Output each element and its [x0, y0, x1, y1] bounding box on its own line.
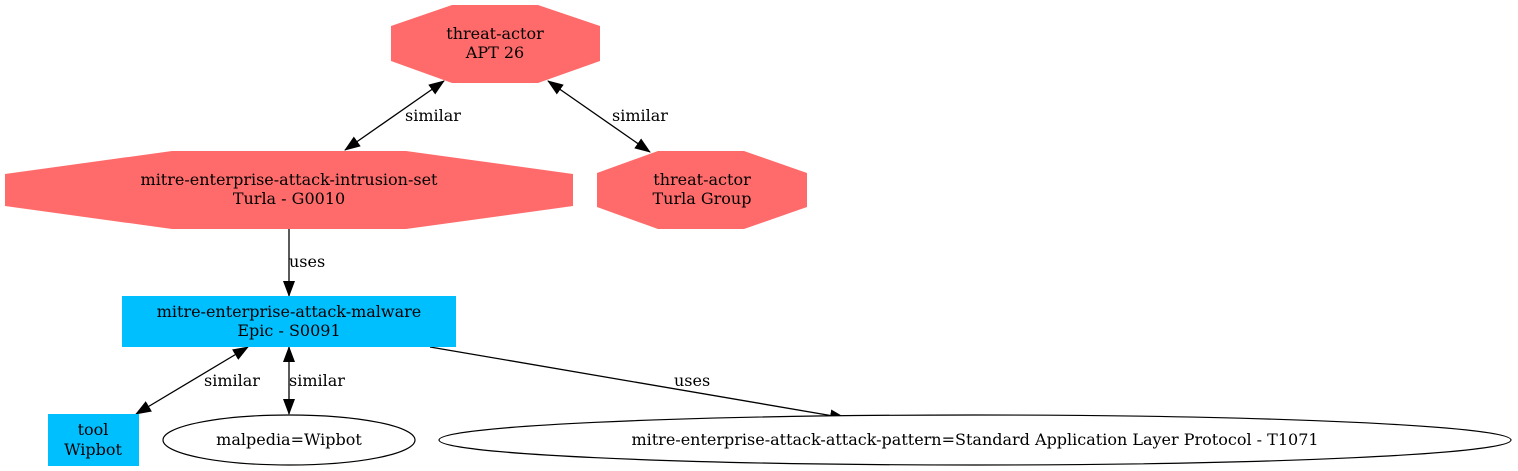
octagon-shape: [5, 151, 573, 229]
node-tool-wipbot[interactable]: tool Wipbot: [48, 414, 139, 466]
ellipse-shape: [162, 414, 416, 466]
edge-label: uses: [674, 371, 710, 390]
edge-apt26-turla-set: similar: [344, 80, 461, 151]
edge-label: similar: [405, 106, 461, 125]
node-name-label: Turla - G0010: [233, 189, 345, 208]
octagon-shape: [597, 151, 807, 229]
edge-epic-wipbot-tool: similar: [135, 346, 260, 415]
ellipse-shape: [438, 414, 1512, 466]
edge-label: similar: [612, 106, 668, 125]
node-attack-pattern-t1071[interactable]: mitre-enterprise-attack-attack-pattern=S…: [438, 414, 1512, 466]
node-malpedia-wipbot[interactable]: malpedia=Wipbot: [162, 414, 416, 466]
edge-label: uses: [289, 252, 325, 271]
edge-epic-malpedia: similar: [283, 346, 345, 415]
octagon-shape: [391, 5, 600, 83]
node-label: mitre-enterprise-attack-attack-pattern=S…: [631, 430, 1318, 449]
node-threat-actor-turla-group[interactable]: threat-actor Turla Group: [597, 151, 807, 229]
node-type-label: mitre-enterprise-attack-malware: [157, 302, 422, 321]
node-threat-actor-apt26[interactable]: threat-actor APT 26: [391, 5, 600, 83]
node-type-label: mitre-enterprise-attack-intrusion-set: [141, 170, 439, 189]
node-name-label: Epic - S0091: [237, 321, 340, 340]
node-type-label: tool: [78, 420, 109, 439]
edge-label: similar: [204, 371, 260, 390]
node-malware-epic[interactable]: mitre-enterprise-attack-malware Epic - S…: [122, 296, 456, 347]
edge-epic-attack-pattern: uses: [429, 346, 846, 422]
node-name-label: Wipbot: [64, 440, 122, 459]
node-intrusion-set-turla[interactable]: mitre-enterprise-attack-intrusion-set Tu…: [5, 151, 573, 229]
box-shape: [122, 296, 456, 347]
edge-label: similar: [289, 371, 345, 390]
edge-apt26-turla-group: similar: [547, 80, 668, 153]
node-label: malpedia=Wipbot: [216, 430, 362, 449]
node-type-label: threat-actor: [446, 24, 544, 43]
node-name-label: APT 26: [465, 43, 524, 62]
edge-turla-set-epic: uses: [283, 229, 325, 297]
node-type-label: threat-actor: [653, 170, 751, 189]
box-shape: [48, 414, 139, 466]
node-name-label: Turla Group: [653, 189, 752, 208]
